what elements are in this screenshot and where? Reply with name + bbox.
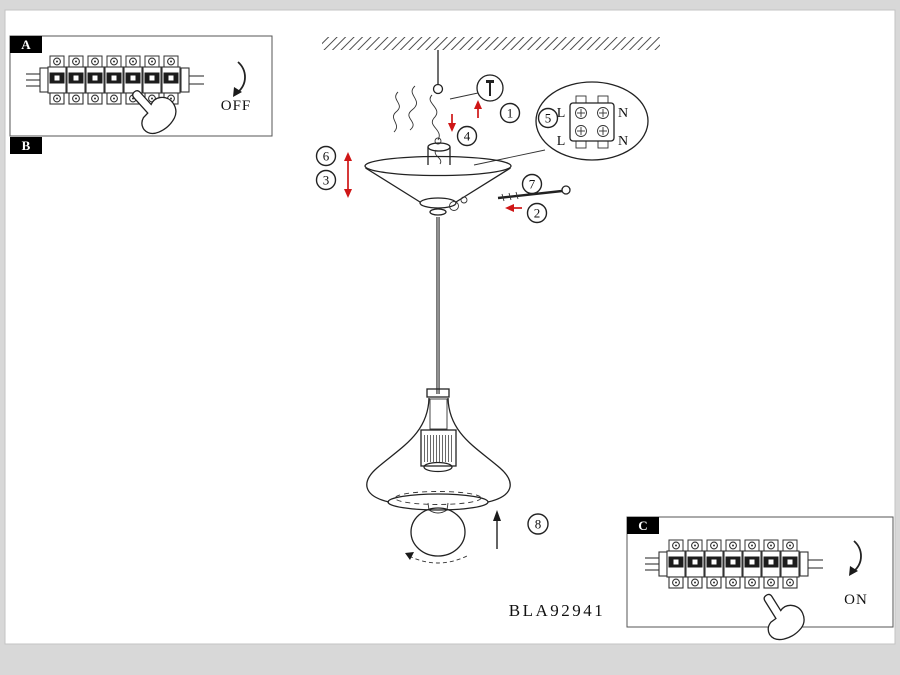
ceiling-hatch: [322, 37, 660, 50]
model-number: BLA92941: [509, 601, 606, 620]
lamp-socket: [420, 398, 457, 473]
on-label: ON: [844, 592, 868, 608]
terminal-screws: [575, 107, 609, 137]
panel-c-tab: C: [627, 517, 659, 534]
canopy-cone: [364, 142, 512, 209]
svg-text:4: 4: [464, 129, 471, 144]
glass-shade: [366, 388, 511, 511]
panel-c-label: C: [638, 518, 647, 533]
breaker-strip-c: [645, 540, 823, 588]
callout-4: 4: [456, 125, 478, 147]
panel-a-tab: A: [10, 36, 42, 53]
terminal-label-n-bottom: N: [618, 134, 628, 149]
panel-a-label: A: [21, 37, 31, 52]
panel-b-label: B: [22, 138, 31, 153]
callout-6: 6: [315, 145, 337, 167]
hanger-rod: [432, 50, 444, 95]
arrow-double-red: [344, 152, 352, 198]
off-label: OFF: [221, 98, 252, 114]
strain-relief-parts: [429, 196, 468, 216]
callout-2: 2: [526, 202, 548, 224]
arrow-left-red: [505, 204, 522, 212]
svg-text:5: 5: [545, 111, 552, 126]
callout-5: 5: [537, 107, 559, 129]
arrow-up-black: [493, 510, 501, 549]
svg-text:3: 3: [323, 173, 330, 188]
callout-8: 8: [527, 513, 549, 535]
callout-1: 1: [499, 102, 521, 124]
panel-c: C ON: [626, 516, 894, 644]
svg-text:2: 2: [534, 206, 541, 221]
callout-3: 3: [315, 169, 337, 191]
terminal-label-l-top: L: [557, 106, 566, 121]
terminal-label-l-bottom: L: [557, 134, 566, 149]
switch-off-arrow-icon: [233, 61, 246, 97]
light-bulb: [405, 502, 468, 564]
callout-7: 7: [521, 173, 543, 195]
panel-b-tab: B: [10, 137, 42, 154]
mains-wires: [392, 85, 442, 145]
arrow-down-red: [448, 114, 456, 132]
terminal-detail: L N L N: [473, 81, 649, 166]
svg-text:6: 6: [323, 149, 330, 164]
breaker-strip-a: [26, 56, 204, 104]
screw-detail-circle: [449, 74, 504, 102]
long-screw: [497, 185, 571, 202]
svg-text:1: 1: [507, 106, 514, 121]
panel-b-diagram: L N L N: [315, 50, 649, 564]
svg-text:8: 8: [535, 517, 542, 532]
switch-on-arrow-icon: [849, 540, 862, 576]
arrow-up-red: [474, 100, 482, 118]
svg-text:7: 7: [529, 177, 536, 192]
panel-a: A OFF: [9, 35, 273, 139]
terminal-label-n-top: N: [618, 106, 628, 121]
